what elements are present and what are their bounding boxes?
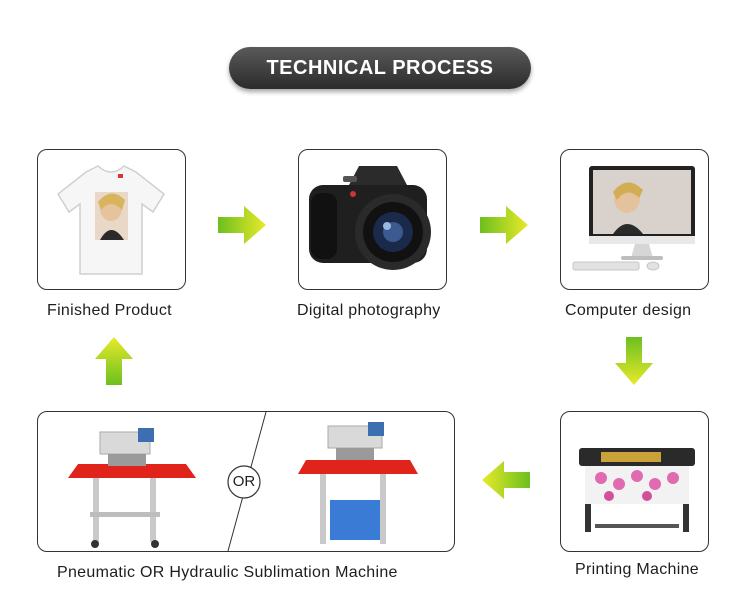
arrow-up-icon (95, 337, 133, 385)
page-title: TECHNICAL PROCESS (266, 56, 494, 79)
sublimation-machine-box: OR (37, 411, 455, 552)
pneumatic-press-icon (68, 428, 196, 548)
title-banner: TECHNICAL PROCESS (229, 47, 531, 89)
arrow-right-icon (480, 206, 528, 244)
hydraulic-press-icon (298, 422, 418, 544)
arrow-left-icon (482, 461, 530, 499)
arrow-right-icon (218, 206, 266, 244)
heat-press-machines-image (68, 412, 418, 551)
arrow-down-icon (615, 337, 653, 385)
digital-photography-label: Digital photography (297, 302, 441, 319)
tshirt-image (57, 165, 165, 275)
computer-design-box (560, 149, 709, 290)
digital-photography-box (298, 149, 447, 290)
printing-machine-box (560, 411, 709, 552)
computer-image (572, 166, 695, 271)
computer-design-label: Computer design (565, 302, 692, 319)
or-label: OR (232, 473, 256, 490)
sublimation-machine-label: Pneumatic OR Hydraulic Sublimation Machi… (57, 564, 398, 581)
finished-product-box (37, 149, 186, 290)
finished-product-label: Finished Product (47, 302, 172, 319)
camera-image (309, 166, 431, 270)
printer-image (579, 448, 695, 532)
printing-machine-label: Printing Machine (575, 561, 699, 578)
